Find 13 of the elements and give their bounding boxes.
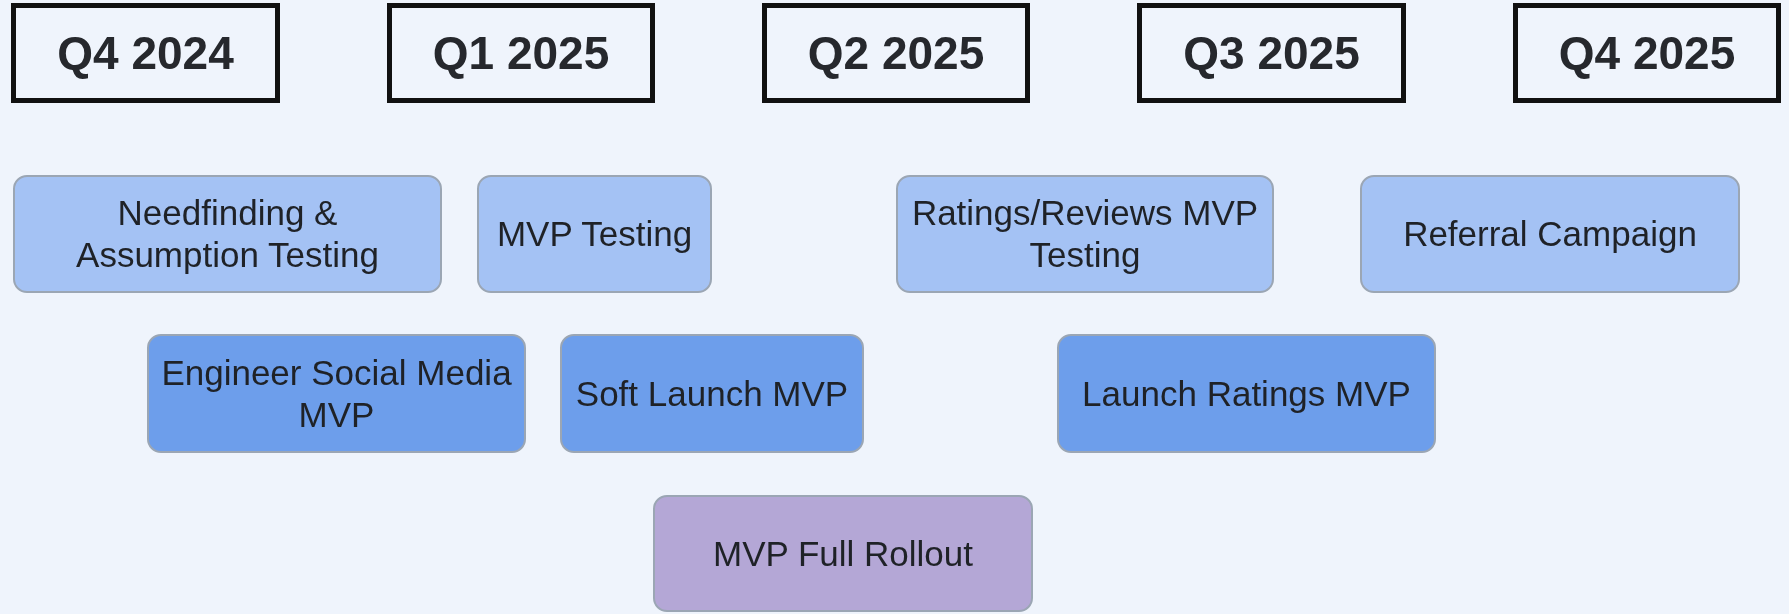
task-box: Ratings/Reviews MVP Testing: [896, 175, 1274, 293]
quarter-header: Q4 2025: [1513, 3, 1781, 103]
task-box: Launch Ratings MVP: [1057, 334, 1436, 453]
quarter-header: Q4 2024: [11, 3, 280, 103]
task-box: Needfinding & Assumption Testing: [13, 175, 442, 293]
task-box: MVP Full Rollout: [653, 495, 1033, 612]
task-box: Engineer Social Media MVP: [147, 334, 526, 453]
task-box: Soft Launch MVP: [560, 334, 864, 453]
quarter-header: Q2 2025: [762, 3, 1030, 103]
task-box: Referral Campaign: [1360, 175, 1740, 293]
quarter-header: Q1 2025: [387, 3, 655, 103]
task-box: MVP Testing: [477, 175, 712, 293]
quarter-header: Q3 2025: [1137, 3, 1406, 103]
